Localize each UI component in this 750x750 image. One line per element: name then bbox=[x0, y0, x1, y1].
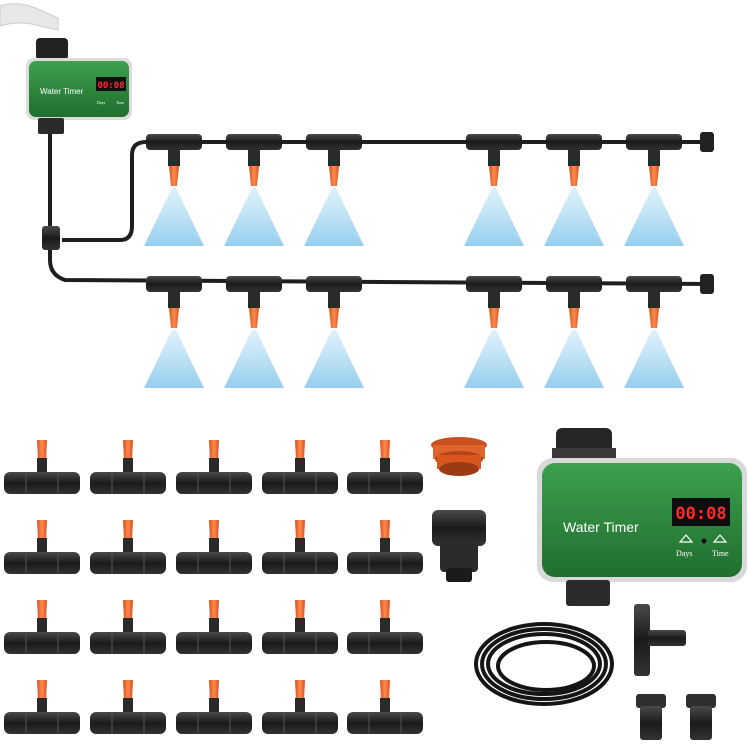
mist-nozzle-assembly bbox=[544, 134, 604, 246]
mist-nozzle-assembly bbox=[304, 134, 364, 246]
mist-nozzle-assembly bbox=[144, 276, 204, 388]
spare-tee-nozzle bbox=[4, 600, 80, 654]
end-plug-bottom bbox=[700, 274, 714, 294]
spare-tee-nozzles bbox=[4, 440, 423, 734]
large-timer-time-label: Time bbox=[712, 549, 729, 558]
spare-tee-nozzle bbox=[90, 440, 166, 494]
mist-nozzle-assembly bbox=[304, 276, 364, 388]
mist-spray bbox=[144, 188, 204, 246]
mist-nozzle-assembly bbox=[144, 134, 204, 246]
spare-tee-nozzle bbox=[176, 520, 252, 574]
mist-spray bbox=[464, 330, 524, 388]
mist-spray bbox=[224, 188, 284, 246]
mist-spray bbox=[224, 330, 284, 388]
coiled-tube bbox=[474, 622, 614, 706]
small-timer-display: 00:08 bbox=[97, 81, 124, 91]
small-timer-time-label: Time bbox=[116, 100, 125, 105]
mist-spray bbox=[304, 188, 364, 246]
mist-spray bbox=[624, 188, 684, 246]
indicator-light-icon bbox=[701, 538, 707, 544]
orange-adapter bbox=[431, 437, 487, 476]
faucet bbox=[0, 3, 59, 31]
end-plug-top bbox=[700, 132, 714, 152]
mist-spray bbox=[544, 188, 604, 246]
small-timer-label: Water Timer bbox=[40, 87, 84, 96]
spare-tee-nozzle bbox=[176, 440, 252, 494]
mist-spray bbox=[304, 330, 364, 388]
hose-adapter bbox=[432, 510, 486, 582]
spare-tee-nozzle bbox=[90, 600, 166, 654]
spare-tee-nozzle bbox=[90, 680, 166, 734]
spare-tee-nozzle bbox=[347, 680, 423, 734]
spare-tee-nozzle bbox=[4, 520, 80, 574]
large-timer-days-label: Days bbox=[676, 549, 692, 558]
mist-nozzle-assembly bbox=[624, 276, 684, 388]
mist-spray bbox=[544, 330, 604, 388]
mist-nozzle-assembly bbox=[624, 134, 684, 246]
large-timer-label: Water Timer bbox=[563, 519, 639, 535]
spare-tee-nozzle bbox=[262, 600, 338, 654]
spare-tee-nozzle bbox=[262, 680, 338, 734]
time-button-icon bbox=[712, 534, 728, 543]
spare-tee-nozzle bbox=[262, 440, 338, 494]
mist-spray bbox=[144, 330, 204, 388]
small-timer-days-label: Days bbox=[97, 100, 106, 105]
large-water-timer: 00:08 Water Timer Days Time bbox=[537, 428, 747, 606]
mist-nozzle-rows bbox=[144, 134, 684, 388]
spare-tee-nozzle bbox=[90, 520, 166, 574]
mist-nozzle-assembly bbox=[224, 134, 284, 246]
tubing-network bbox=[48, 134, 711, 286]
spare-tee-nozzle bbox=[262, 520, 338, 574]
tee-splitter bbox=[42, 226, 60, 250]
mist-nozzle-assembly bbox=[544, 276, 604, 388]
mist-nozzle-assembly bbox=[464, 134, 524, 246]
mist-spray bbox=[464, 188, 524, 246]
mist-nozzle-assembly bbox=[224, 276, 284, 388]
spare-tee-nozzle bbox=[176, 680, 252, 734]
spare-end-plugs bbox=[636, 694, 716, 740]
spare-tee-nozzle bbox=[176, 600, 252, 654]
large-timer-display: 00:08 bbox=[675, 504, 726, 524]
spare-tee-nozzle bbox=[4, 680, 80, 734]
mist-spray bbox=[624, 330, 684, 388]
spare-tee-nozzle bbox=[347, 440, 423, 494]
days-button-icon bbox=[678, 534, 694, 543]
spare-tee-connector bbox=[634, 604, 686, 676]
spare-tee-nozzle bbox=[4, 440, 80, 494]
spare-tee-nozzle bbox=[347, 600, 423, 654]
spare-tee-nozzle bbox=[347, 520, 423, 574]
small-water-timer: 00:08 Water Timer Days Time bbox=[26, 38, 132, 134]
mist-nozzle-assembly bbox=[464, 276, 524, 388]
